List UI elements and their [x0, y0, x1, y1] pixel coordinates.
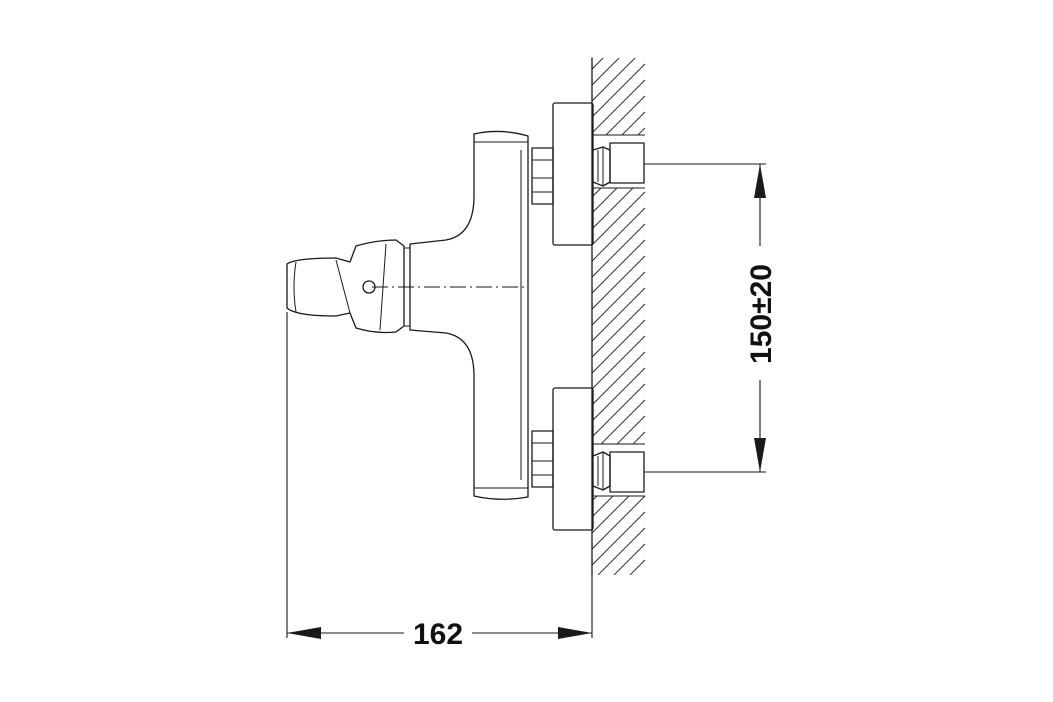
- hatch-line: [592, 0, 645, 53]
- hatch-line: [592, 111, 645, 166]
- hatch-line: [592, 303, 645, 358]
- hatch-line: [592, 431, 645, 486]
- hatch-line: [592, 495, 645, 550]
- hatch-line: [592, 127, 645, 182]
- hatch-line: [592, 95, 645, 150]
- hatch-line: [592, 159, 645, 214]
- hatch-line: [592, 319, 645, 374]
- hatch-line: [592, 640, 645, 693]
- hatch-line: [592, 656, 645, 702]
- upper-wall-connector: [531, 102, 645, 246]
- hatch-line: [592, 559, 645, 575]
- width-dimension: 162: [286, 312, 593, 651]
- hatch-line: [592, 383, 645, 438]
- lever-handle: [286, 239, 410, 334]
- hatch-line: [592, 367, 645, 422]
- hatch-line: [592, 447, 645, 502]
- hatch-line: [592, 255, 645, 310]
- hatch-line: [592, 58, 645, 102]
- hatch-line: [592, 207, 645, 262]
- hatch-line: [592, 63, 645, 118]
- hatch-line: [592, 479, 645, 534]
- hatch-line: [592, 335, 645, 390]
- width-dimension-label: 162: [413, 618, 463, 651]
- hatch-line: [592, 191, 645, 246]
- mixer-body: [409, 130, 529, 500]
- hatch-line: [592, 399, 645, 454]
- hatch-line: [592, 576, 645, 629]
- lower-wall-connector: [531, 387, 645, 531]
- hatch-line: [592, 287, 645, 342]
- hatch-line: [592, 527, 645, 575]
- hatch-line: [592, 592, 645, 645]
- hatch-line: [592, 351, 645, 406]
- hatch-line: [592, 175, 645, 230]
- hatch-line: [592, 463, 645, 518]
- hatch-line: [592, 624, 645, 677]
- hatch-line: [592, 271, 645, 326]
- wall-section: [591, 0, 645, 702]
- spacing-dimension-label: 150±20: [745, 264, 778, 364]
- hatch-line: [592, 511, 645, 566]
- hatch-line: [592, 58, 645, 86]
- hatch-line: [592, 608, 645, 661]
- spacing-dimension: 150±20: [644, 163, 778, 473]
- hatch-line: [592, 223, 645, 278]
- hatch-line: [592, 143, 645, 198]
- hatch-line: [592, 79, 645, 134]
- hatch-line: [592, 543, 645, 575]
- hatch-line: [592, 239, 645, 294]
- hatch-line: [592, 415, 645, 470]
- hatch-line: [592, 58, 645, 70]
